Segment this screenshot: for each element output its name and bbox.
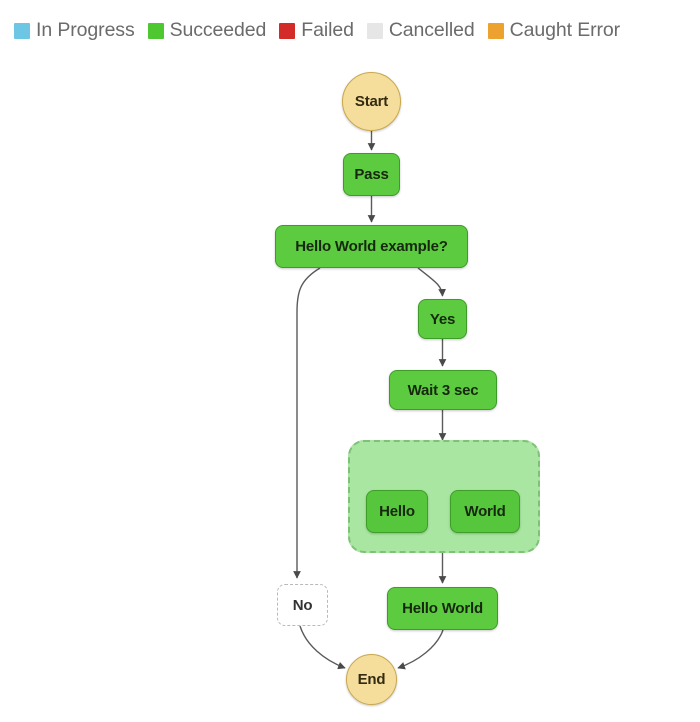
legend-label: Caught Error	[509, 19, 621, 42]
node-label: No	[292, 596, 313, 614]
legend-swatch-icon	[487, 23, 504, 39]
node-end[interactable]: End	[346, 654, 397, 705]
node-label: World	[464, 503, 506, 520]
node-choice-hello-world-example[interactable]: Hello World example?	[275, 225, 468, 268]
legend-item-cancelled: Cancelled	[366, 19, 475, 42]
node-label: Yes	[429, 310, 456, 328]
node-start[interactable]: Start	[342, 72, 401, 131]
edge-choice-no	[293, 267, 321, 579]
edge-helloworld-end	[397, 629, 444, 670]
node-pass[interactable]: Pass	[343, 153, 400, 196]
legend-label: In Progress	[36, 19, 135, 42]
legend-item-failed: Failed	[279, 21, 354, 41]
node-label: Hello	[379, 503, 415, 520]
node-label: Pass	[354, 166, 389, 183]
node-wait-3-sec[interactable]: Wait 3 sec	[389, 370, 497, 410]
node-hello-world[interactable]: Hello World	[387, 587, 498, 630]
edge-choice-yes	[417, 267, 446, 297]
legend-label: Succeeded	[169, 19, 267, 42]
node-label: Start	[354, 93, 389, 110]
node-no[interactable]: No	[277, 584, 328, 626]
node-label: Hello World example?	[295, 238, 448, 255]
legend-swatch-icon	[366, 23, 383, 39]
node-label: Hello World	[402, 600, 483, 617]
node-label: End	[357, 671, 386, 688]
legend-swatch-icon	[279, 23, 296, 39]
legend-swatch-icon	[14, 23, 30, 39]
node-hello[interactable]: Hello	[366, 490, 428, 533]
node-label: Wait 3 sec	[407, 381, 479, 399]
legend-item-caught-error: Caught Error	[487, 19, 621, 42]
legend-label: Failed	[301, 19, 354, 42]
edge-no-end	[299, 625, 346, 670]
legend-swatch-icon	[147, 23, 164, 39]
legend-item-succeeded: Succeeded	[147, 19, 267, 42]
node-yes[interactable]: Yes	[418, 299, 467, 339]
legend-item-in-progress: In Progress	[14, 21, 135, 41]
status-legend: In Progress Succeeded Failed Cancelled C…	[0, 0, 700, 62]
legend-label: Cancelled	[388, 19, 475, 42]
node-world[interactable]: World	[450, 490, 520, 533]
